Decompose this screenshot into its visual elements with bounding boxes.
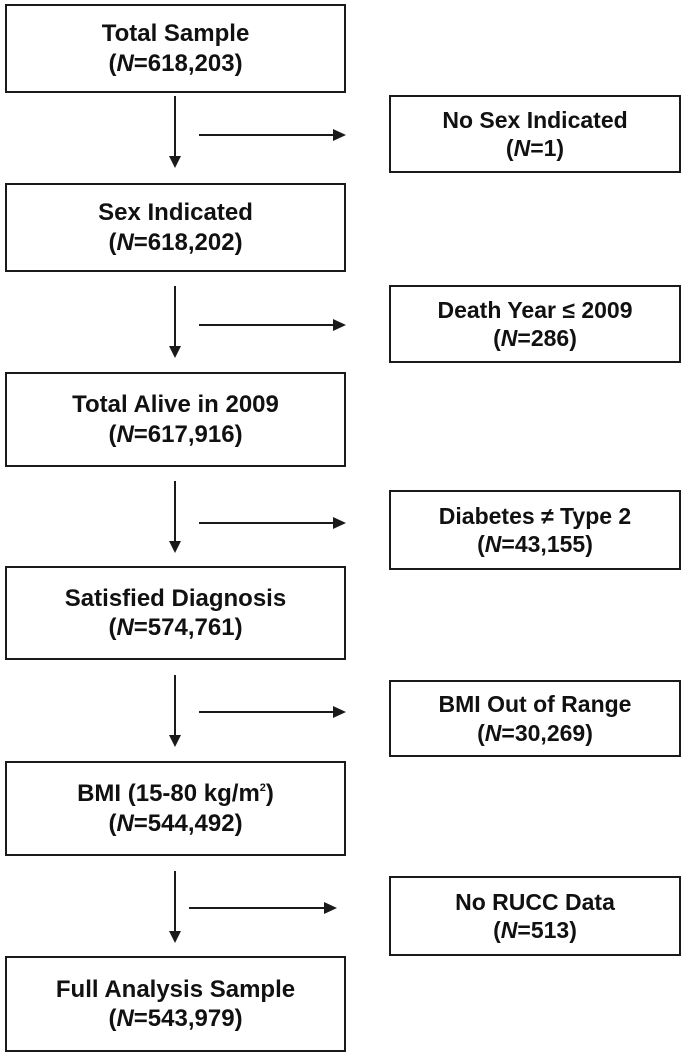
- exclusion-label: BMI Out of Range: [438, 691, 632, 718]
- exclusion-diabetes-not-type2: Diabetes ≠ Type 2 (N=43,155): [389, 490, 681, 570]
- arrow-down-icon: [169, 735, 181, 747]
- step-label: Total Sample: [101, 20, 250, 48]
- step-total-sample: Total Sample (N=618,203): [5, 4, 346, 93]
- step-label: BMI (15-80 kg/m2): [77, 780, 274, 808]
- arrow-right-icon: [333, 706, 346, 718]
- arrow-right-icon: [333, 319, 346, 331]
- step-label: Sex Indicated: [98, 199, 253, 227]
- step-count: (N=617,916): [108, 420, 243, 448]
- arrow-right-icon: [333, 129, 346, 141]
- step-count: (N=618,202): [108, 228, 243, 256]
- step-full-analysis-sample: Full Analysis Sample (N=543,979): [5, 956, 346, 1052]
- arrow-down-icon: [169, 931, 181, 943]
- exclusion-count: (N=513): [493, 917, 577, 943]
- arrow-down-icon: [169, 346, 181, 358]
- arrow-right-icon: [324, 902, 337, 914]
- step-label: Satisfied Diagnosis: [64, 584, 287, 612]
- step-count: (N=574,761): [108, 614, 243, 641]
- step-count: (N=543,979): [108, 1005, 243, 1032]
- arrow-down-icon: [169, 541, 181, 553]
- step-label: Full Analysis Sample: [55, 975, 296, 1003]
- arrow-right-icon: [333, 517, 346, 529]
- step-label: Total Alive in 2009: [72, 391, 279, 419]
- exclusion-no-sex-indicated: No Sex Indicated (N=1): [389, 95, 681, 173]
- exclusion-label: Death Year ≤ 2009: [437, 296, 633, 323]
- exclusion-death-year: Death Year ≤ 2009 (N=286): [389, 285, 681, 363]
- exclusion-count: (N=1): [505, 135, 565, 161]
- step-count: (N=544,492): [108, 809, 243, 837]
- exclusion-bmi-out-of-range: BMI Out of Range (N=30,269): [389, 680, 681, 757]
- step-sex-indicated: Sex Indicated (N=618,202): [5, 183, 346, 272]
- exclusion-label: No RUCC Data: [455, 888, 615, 915]
- exclusion-count: (N=286): [493, 325, 577, 351]
- exclusion-count: (N=30,269): [477, 719, 593, 746]
- step-count: (N=618,203): [108, 49, 243, 77]
- exclusion-label: No Sex Indicated: [442, 106, 628, 133]
- step-bmi-range: BMI (15-80 kg/m2) (N=544,492): [5, 761, 346, 856]
- arrow-down-icon: [169, 156, 181, 168]
- step-total-alive-2009: Total Alive in 2009 (N=617,916): [5, 372, 346, 467]
- step-satisfied-diagnosis: Satisfied Diagnosis (N=574,761): [5, 566, 346, 660]
- exclusion-label: Diabetes ≠ Type 2: [438, 502, 632, 529]
- exclusion-count: (N=43,155): [477, 531, 593, 557]
- exclusion-no-rucc-data: No RUCC Data (N=513): [389, 876, 681, 956]
